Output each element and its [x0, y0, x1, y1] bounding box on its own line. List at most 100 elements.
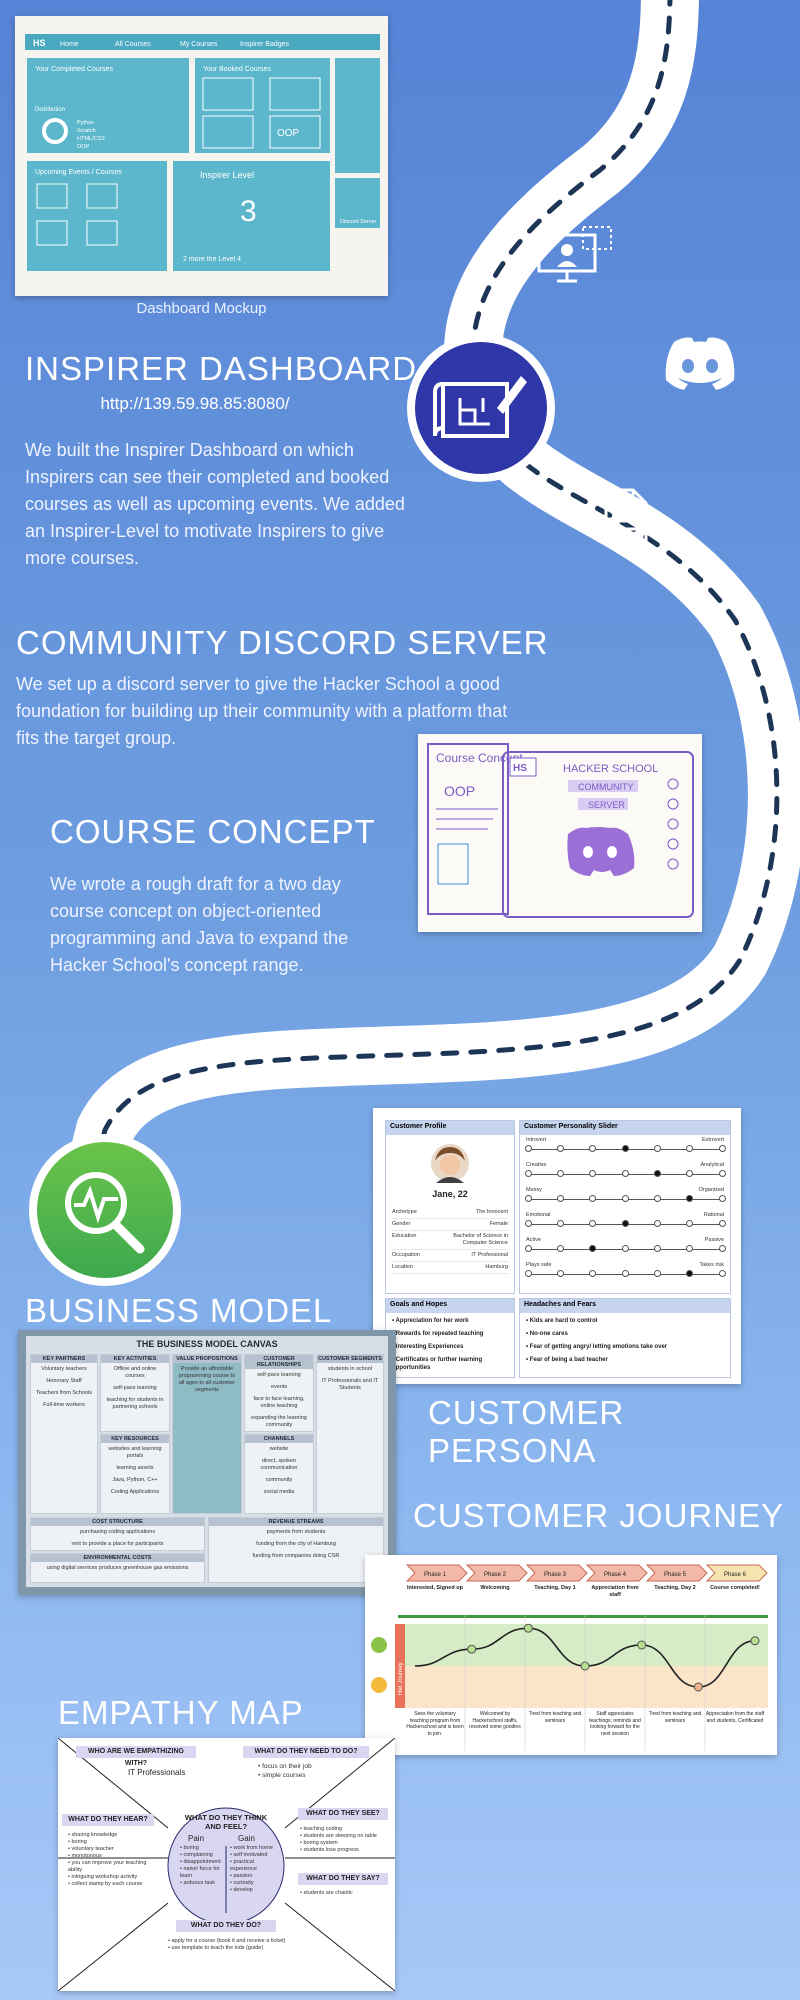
- dashboard-url-link[interactable]: http://139.59.98.85:8080/: [100, 394, 290, 413]
- bmc-item: learning assets: [116, 1465, 154, 1471]
- empathy-list-item: collect stamp by each course: [68, 1881, 160, 1888]
- slider-right-label: Organized: [698, 1187, 724, 1193]
- bmc-item: using digital services produces greenhou…: [46, 1565, 189, 1571]
- slider-dot: [718, 1220, 726, 1227]
- empathy-list-item: self motivated: [230, 1852, 278, 1859]
- bmc-item: Provide an affordable programming course…: [178, 1366, 236, 1393]
- journey-phase-description: Welcomed by Hackerschool staffs, receive…: [469, 1711, 521, 1730]
- gain-list: work from homeself motivatedpractical ex…: [230, 1845, 278, 1894]
- slider-dot: [653, 1270, 661, 1277]
- slider-right-label: Extrovert: [701, 1137, 724, 1143]
- empathy-list-item: voluntary teacher: [68, 1846, 160, 1853]
- journey-side-bar: [395, 1624, 405, 1708]
- goals-list: Appreciation for her workRewards for rep…: [386, 1313, 514, 1381]
- bmc-key-activities: KEY ACTIVITIES Offline and online courses…: [100, 1354, 170, 1432]
- svg-text:Home: Home: [60, 41, 79, 48]
- slider-dot: [621, 1270, 629, 1277]
- dashboard-mockup-image: HS Home All Courses My Courses Inspirer …: [15, 16, 388, 296]
- blueprint-icon: [407, 334, 555, 482]
- slider-dot: [556, 1220, 564, 1227]
- journey-mood-point: [523, 1623, 533, 1633]
- svg-text:Your Completed Courses: Your Completed Courses: [35, 66, 113, 73]
- fears-item: Fear of getting angry/ letting emotions …: [526, 1343, 724, 1351]
- document-icon: [604, 488, 648, 544]
- slider-dot: [524, 1270, 532, 1277]
- empathy-list-item: complaining: [180, 1852, 224, 1859]
- pain-label: Pain: [188, 1834, 205, 1843]
- slider-dot: [653, 1245, 661, 1252]
- profile-row-label: Occupation: [392, 1252, 420, 1258]
- bmc-item: website: [269, 1446, 289, 1452]
- empathy-list-item: focus on their job: [258, 1762, 378, 1771]
- gain-label: Gain: [238, 1834, 255, 1843]
- bmc-block-header: CHANNELS: [245, 1435, 313, 1443]
- bmc-item: self-pace learning: [113, 1385, 157, 1391]
- slider-dot: [556, 1170, 564, 1177]
- slider-dot: [556, 1145, 564, 1152]
- slider-left-label: Plays safe: [526, 1262, 552, 1268]
- dashboard-title: INSPIRER DASHBOARD: [25, 350, 418, 387]
- journey-title: CUSTOMER JOURNEY: [413, 1497, 785, 1534]
- profile-row-value: The Innocent: [475, 1209, 508, 1215]
- empathy-list-item: students are chaotic: [300, 1890, 392, 1897]
- slider-left-label: Creative: [526, 1162, 547, 1168]
- bmc-item: Java, Python, C++: [112, 1477, 158, 1483]
- svg-text:Scratch: Scratch: [77, 128, 96, 134]
- bmc-item: teaching for students in partnering scho…: [106, 1397, 164, 1410]
- slider-left-label: Active: [526, 1237, 541, 1243]
- journey-phase-label: Interested, Signed up: [407, 1585, 463, 1591]
- svg-text:Distribution: Distribution: [35, 107, 65, 113]
- persona-name: Jane, 22: [432, 1189, 468, 1199]
- empathy-list-item: boring system: [300, 1840, 392, 1847]
- journey-side-label: Her Journey: [398, 1662, 404, 1695]
- slider-right-label: Analytical: [700, 1162, 724, 1168]
- svg-text:HACKER SCHOOL: HACKER SCHOOL: [563, 763, 658, 775]
- journey-phase-description: Staff appreciates teachings; reminds and…: [589, 1711, 641, 1737]
- profile-row-value: IT Professional: [471, 1252, 508, 1258]
- svg-text:HTML/CSS: HTML/CSS: [77, 136, 105, 142]
- bmc-item: Voluntary teachers: [41, 1366, 87, 1372]
- need-list: focus on their jobsimple courses: [258, 1762, 378, 1780]
- svg-text:My Courses: My Courses: [180, 41, 218, 48]
- svg-text:Your Booked Courses: Your Booked Courses: [203, 66, 271, 73]
- svg-text:OOP: OOP: [77, 144, 90, 150]
- goals-panel: Goals and Hopes Appreciation for her wor…: [385, 1298, 515, 1378]
- slider-dot: [589, 1170, 597, 1177]
- empathy-list-item: apply for a course (book it and receive …: [168, 1938, 308, 1945]
- empathy-list-item: work from home: [230, 1845, 278, 1852]
- bmc-item: rent to provide a place for participants: [71, 1541, 164, 1547]
- fears-panel: Headaches and Fears Kids are hard to con…: [519, 1298, 731, 1378]
- empathy-title: EMPATHY MAP: [58, 1694, 304, 1731]
- journey-phase-arrow: [645, 1564, 708, 1582]
- journey-phase-label: Teaching, Day 2: [654, 1585, 696, 1591]
- bmc-item: purchasing coding applications: [79, 1529, 156, 1535]
- journey-phase-description: Sees the voluntary teaching program from…: [406, 1711, 464, 1737]
- svg-text:HS: HS: [513, 763, 527, 774]
- bmc-block-header: REVENUE STREAMS: [209, 1518, 383, 1526]
- slider-dot: [556, 1195, 564, 1202]
- dashboard-caption: Dashboard Mockup: [136, 300, 267, 317]
- slider-dot: [718, 1195, 726, 1202]
- journey-phase-name: Phase 4: [604, 1572, 627, 1578]
- neutral-face-icon: [371, 1677, 387, 1693]
- bmc-item: expanding the learning community: [251, 1415, 307, 1428]
- bmc-item: Full-time workers: [43, 1402, 85, 1408]
- goals-item: Rewards for repeated teaching: [392, 1330, 508, 1338]
- bmc-block-header: KEY ACTIVITIES: [101, 1355, 169, 1363]
- bmc-item: Offline and online courses: [113, 1366, 157, 1379]
- persona-avatar: [431, 1144, 469, 1183]
- slider-dot: [686, 1195, 694, 1202]
- empathy-list-item: boring: [68, 1839, 160, 1846]
